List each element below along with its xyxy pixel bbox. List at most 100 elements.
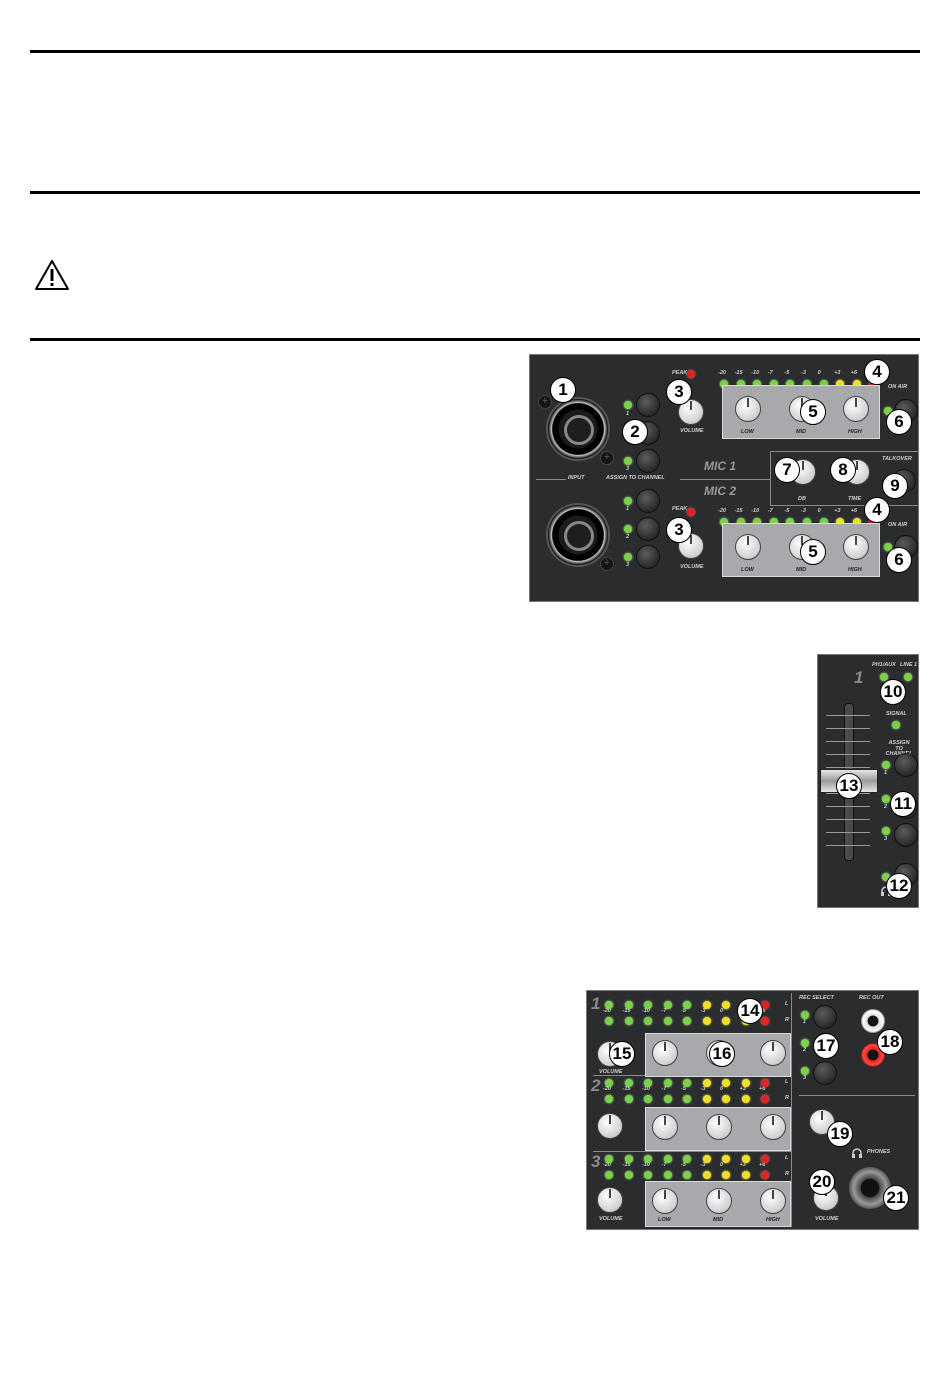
callout-17: 17 [813,1033,839,1059]
divider [680,479,770,480]
callout-1: 1 [550,377,576,403]
rec-select-1-button[interactable] [813,1005,837,1029]
ch2-volume-knob[interactable] [597,1113,623,1139]
meter-scale-label: -15 [622,1008,631,1014]
callout-19: 19 [827,1121,853,1147]
peak-label: PEAK [672,370,688,376]
mic1-combo-input[interactable] [546,397,610,461]
meter-led [761,1017,769,1025]
meter-scale-label: +3 [739,1162,746,1168]
meter-scale-label: -5 [681,1086,686,1092]
ch1-low-knob[interactable] [652,1040,678,1066]
ch3-high-knob[interactable] [760,1188,786,1214]
fader-tick [826,754,870,755]
eq-high-label: HIGH [848,567,862,573]
ch3-volume-knob[interactable] [597,1187,623,1213]
meter-led [836,518,845,526]
divider [770,451,771,505]
callout-2: 2 [622,419,648,445]
meter-led [644,1017,652,1025]
meter-scale-label: -10 [642,1008,650,1014]
meter-scale-label: +3 [834,508,841,514]
top-rule [30,50,920,53]
callout-14: 14 [737,998,763,1024]
meter-scale-label: -15 [734,508,743,514]
rec-out-label: REC OUT [859,995,884,1001]
fader-tick [826,832,870,833]
callout-9: 9 [882,473,908,499]
meter-led [761,1171,769,1179]
meter-led [605,1171,613,1179]
meter-led [644,1095,652,1103]
meter-led [741,1155,750,1163]
mic2-assign-1-button[interactable] [636,489,660,513]
ch2-mid-knob[interactable] [706,1114,732,1140]
rec-out-left-jack[interactable] [861,1009,885,1033]
assign-num: 1 [884,770,888,776]
ch1-high-knob[interactable] [760,1040,786,1066]
callout-4: 4 [864,359,890,385]
meter-scale-label: -5 [681,1008,686,1014]
mic1-high-knob[interactable] [843,396,869,422]
eq-mid-label: MID [796,429,807,435]
rec-num: 3 [803,1075,807,1081]
warning-triangle-icon [35,260,69,290]
mic1-low-knob[interactable] [735,396,761,422]
ch2-high-knob[interactable] [760,1114,786,1140]
mic2-assign-2-button[interactable] [636,517,660,541]
meter-led [753,380,762,388]
meter-led [644,1079,652,1087]
rec-led [801,1067,809,1075]
mic2-high-knob[interactable] [843,534,869,560]
on-air-label: ON AIR [888,522,908,528]
assign-led [624,457,632,465]
ch3-low-knob[interactable] [652,1188,678,1214]
volume-label: VOLUME [680,564,704,570]
meter-led [663,1155,672,1163]
mic1-assign-1-button[interactable] [636,393,660,417]
ch2-low-knob[interactable] [652,1114,678,1140]
strip-assign-3-button[interactable] [894,823,918,847]
mic2-low-knob[interactable] [735,534,761,560]
meter-led [720,380,728,388]
meter-scale-label: -3 [700,1086,706,1092]
callout-8: 8 [830,457,856,483]
meter-led [663,1095,672,1103]
assign-led [882,761,890,769]
meter-led [605,1155,613,1163]
meter-scale-label: -7 [661,1086,667,1092]
channel-number: 1 [854,668,864,687]
meter-led [722,1079,730,1087]
meter-scale-label: 0 [720,1162,724,1168]
meter-scale-label: +6 [850,370,858,376]
meter-scale-label: -3 [700,1008,706,1014]
signal-led [892,721,900,729]
meter-scale-label: -15 [622,1086,631,1092]
assign-led [624,553,632,561]
meter-led [736,518,745,526]
meter-scale-label: -10 [642,1162,650,1168]
mic2-assign-3-button[interactable] [636,545,660,569]
mic1-label: MIC 1 [704,459,737,473]
mic2-combo-input[interactable] [546,503,610,567]
on-air-led [884,543,892,551]
mic1-assign-3-button[interactable] [636,449,660,473]
source-led [904,673,912,681]
meter-led [702,1079,711,1087]
rec-select-3-button[interactable] [813,1061,837,1085]
phones-volume-label: VOLUME [815,1216,839,1222]
meter-led [644,1001,652,1009]
output-panel: 1 2 3 -20-15-10-7-5-30+3+6LR-20-15-10-7-… [586,990,919,1230]
assign-num: 2 [884,804,888,810]
lr-label: R [785,1171,789,1177]
screw-icon: + [600,451,614,465]
lr-label: L [785,1079,789,1085]
ch3-mid-knob[interactable] [706,1188,732,1214]
callout-5: 5 [800,399,826,425]
assign-num: 3 [626,562,630,568]
meter-led [624,1079,633,1087]
strip-assign-1-button[interactable] [894,753,918,777]
meter-led [663,1001,672,1009]
section-rule [30,191,920,194]
meter-led [819,380,828,388]
